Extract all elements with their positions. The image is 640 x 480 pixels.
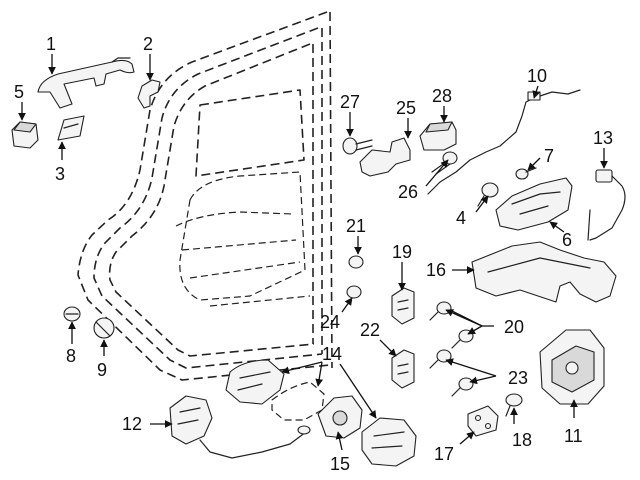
callout-7: 7 <box>544 146 554 166</box>
callout-23: 23 <box>508 368 528 388</box>
check-strap-part <box>359 137 411 177</box>
callout-20: 20 <box>504 317 524 337</box>
cap-part-9 <box>93 317 115 339</box>
actuator-part-12 <box>169 395 311 459</box>
handle-reinforcement-part <box>471 241 617 303</box>
callout-15: 15 <box>330 454 350 474</box>
callout-labels: 1 2 3 5 27 25 28 26 10 4 7 6 13 16 21 24… <box>14 34 613 474</box>
bolt-part-7 <box>515 167 537 180</box>
callout-22: 22 <box>360 320 380 340</box>
door-frame-outline <box>77 11 333 381</box>
callout-10: 10 <box>527 66 547 86</box>
callout-12: 12 <box>122 414 142 434</box>
callout-25: 25 <box>396 98 416 118</box>
callout-5: 5 <box>14 82 24 102</box>
plug-part-8 <box>63 306 81 322</box>
plug-part-21 <box>348 255 364 269</box>
callout-4: 4 <box>456 208 466 228</box>
bolt-part-26 <box>431 151 458 175</box>
callout-28: 28 <box>432 86 452 106</box>
cable-part-13 <box>587 169 626 241</box>
bolt-set-23 <box>429 349 474 397</box>
handle-pad-part <box>57 115 85 141</box>
callout-8: 8 <box>66 346 76 366</box>
plug-part-24 <box>346 285 362 299</box>
callout-24: 24 <box>320 312 340 332</box>
callout-13: 13 <box>593 128 613 148</box>
striker-plate-part <box>467 405 499 437</box>
callout-14: 14 <box>322 344 342 364</box>
shield-part-14 <box>225 359 325 421</box>
callout-9: 9 <box>97 360 107 380</box>
motor-part-15 <box>317 395 363 439</box>
bolt-part-27 <box>342 137 373 155</box>
door-latch-part <box>539 329 605 405</box>
callout-6: 6 <box>562 230 572 250</box>
callout-2: 2 <box>143 34 153 54</box>
bolt-set-20 <box>429 301 474 349</box>
handle-bezel-part <box>137 79 161 109</box>
bolt-part-18 <box>505 393 523 417</box>
leader-lines <box>18 54 608 451</box>
callout-17: 17 <box>434 444 454 464</box>
callout-19: 19 <box>392 242 412 262</box>
bracket-part-19 <box>391 287 415 325</box>
callout-21: 21 <box>346 216 366 236</box>
outside-handle-part <box>37 57 135 109</box>
inside-handle-part <box>495 177 573 231</box>
callout-18: 18 <box>512 430 532 450</box>
callout-26: 26 <box>398 182 418 202</box>
callout-16: 16 <box>426 260 446 280</box>
lock-cylinder-part <box>11 121 39 149</box>
actuator-part-14b <box>361 417 417 467</box>
callout-3: 3 <box>55 164 65 184</box>
bracket-part-28 <box>419 121 457 151</box>
callout-11: 11 <box>564 426 583 446</box>
bracket-part-22 <box>391 349 415 389</box>
bolt-part-4 <box>477 182 499 207</box>
callout-1: 1 <box>46 34 56 54</box>
callout-27: 27 <box>340 92 360 112</box>
